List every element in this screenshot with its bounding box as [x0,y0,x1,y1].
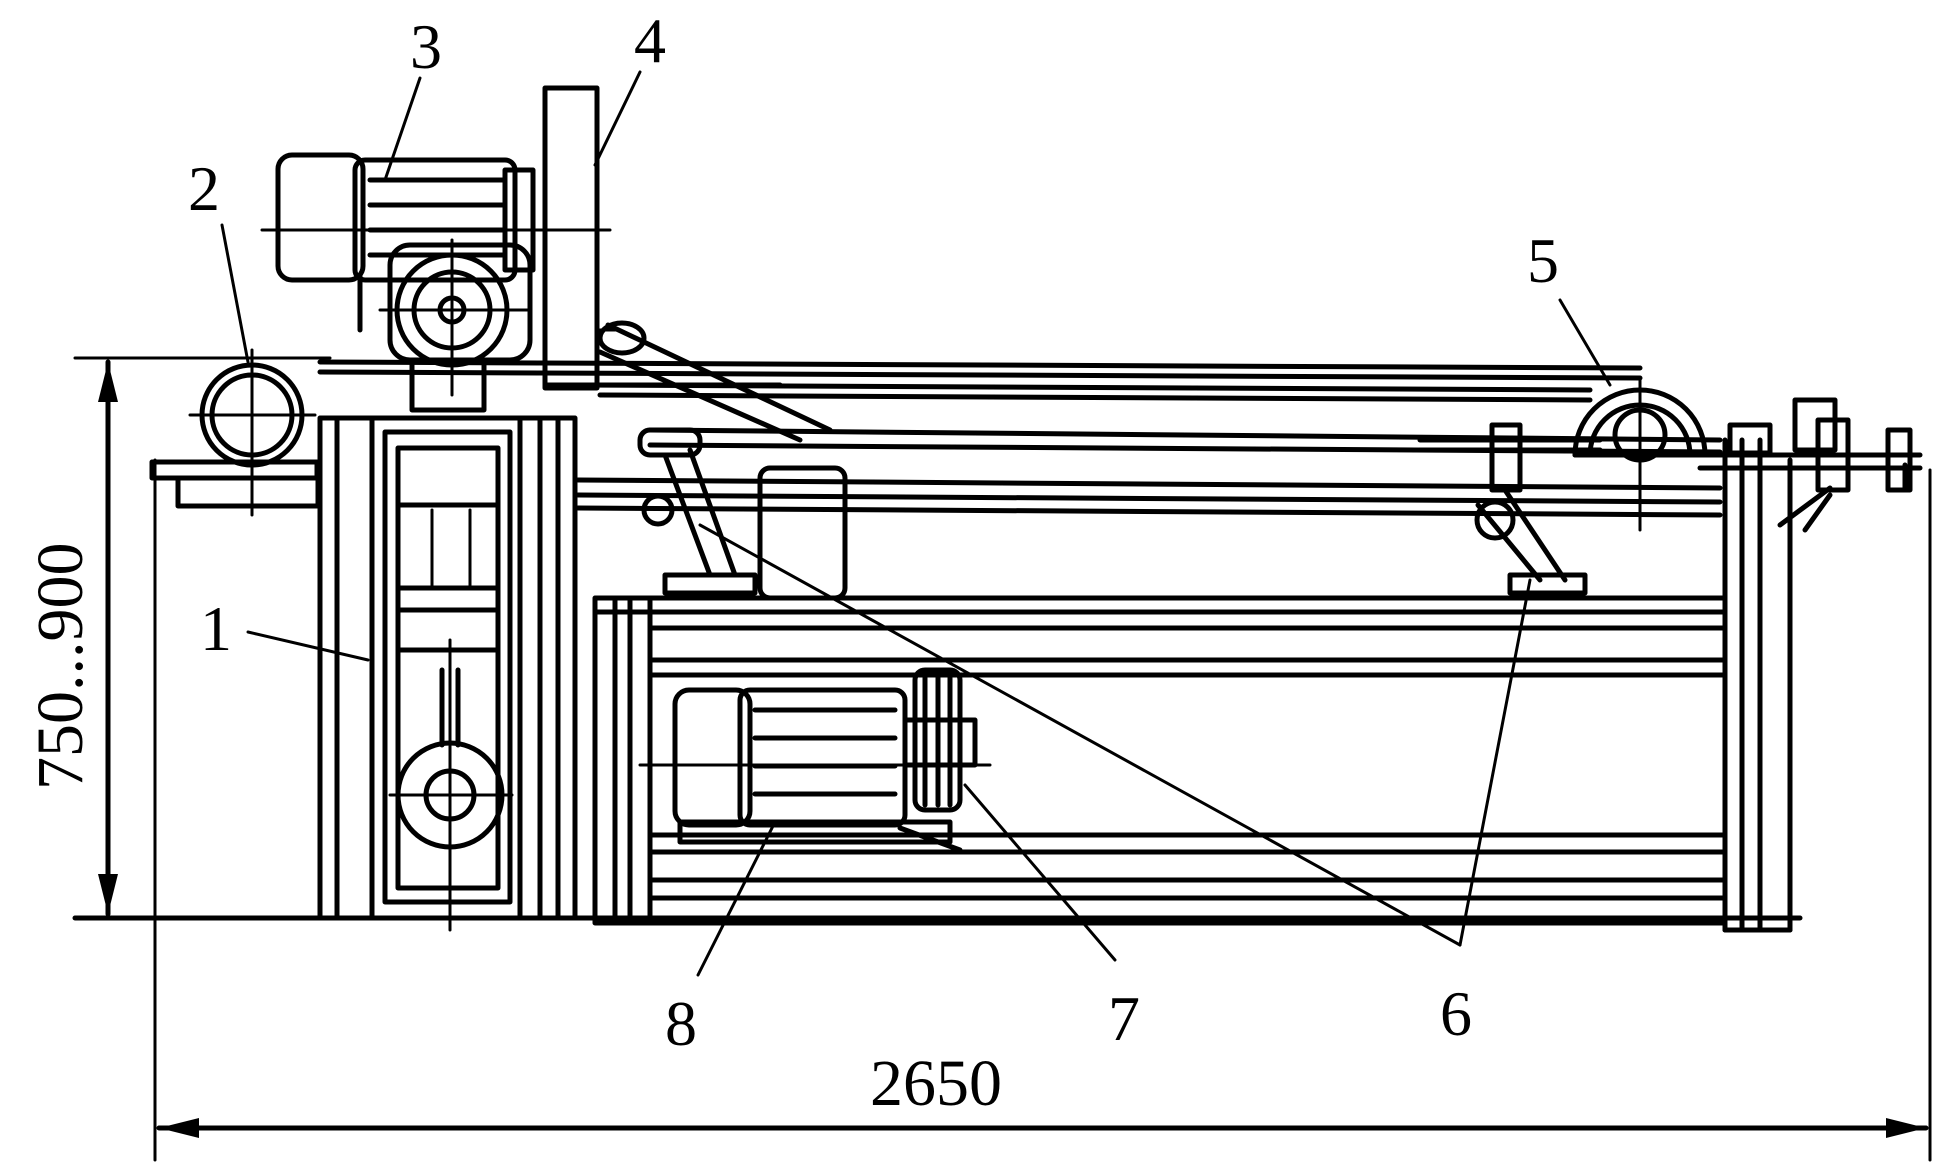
left-table [149,459,321,509]
drive-pulley [902,667,978,813]
label-2: 2 [188,153,220,224]
left-column [317,415,578,932]
main-frame [317,359,1833,933]
label-3: 3 [410,11,442,82]
height-dimension: 750...900 [24,356,332,920]
lever-arm [597,320,833,443]
length-dimension-label: 2650 [870,1047,1002,1120]
right-bracket [1417,422,1603,596]
label-6: 6 [1440,978,1472,1049]
upright-post [542,85,783,391]
label-4: 4 [634,5,666,76]
label-1: 1 [200,593,232,664]
top-motor [260,152,612,333]
feed-roller [188,348,317,517]
return-drum [1563,378,1717,532]
right-table [1697,397,1923,493]
length-dimension: 2650 [153,458,1932,1162]
height-dimension-label: 750...900 [24,543,97,791]
label-5: 5 [1527,225,1559,296]
left-bracket [637,427,848,601]
label-8: 8 [665,988,697,1059]
leader-lines [220,70,1612,977]
label-7: 7 [1108,983,1140,1054]
